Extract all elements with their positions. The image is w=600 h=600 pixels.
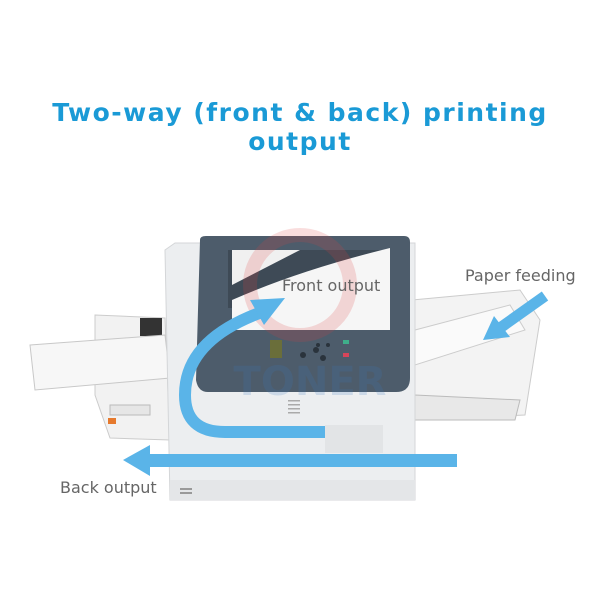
paper-feeding-arrow: [483, 291, 549, 340]
svg-text:TONER: TONER: [234, 359, 387, 405]
control-panel-buttons: [300, 343, 330, 361]
printer-body: [164, 236, 416, 501]
paper-feeding-label: Paper feeding: [465, 266, 576, 285]
red-button: [343, 353, 349, 357]
back-output-label: Back output: [60, 478, 157, 497]
front-vent: [288, 400, 300, 414]
back-output-arrow: [123, 445, 457, 476]
display-screen: [270, 340, 282, 358]
page-title: Two-way (front & back) printing output: [52, 98, 548, 156]
side-vent: [325, 425, 383, 453]
watermark-logo: TONER: [234, 228, 387, 405]
front-output-arrow: [178, 298, 325, 438]
front-output-label: Front output: [282, 276, 381, 295]
back-output-tray: [29, 314, 171, 441]
green-button: [343, 340, 349, 344]
